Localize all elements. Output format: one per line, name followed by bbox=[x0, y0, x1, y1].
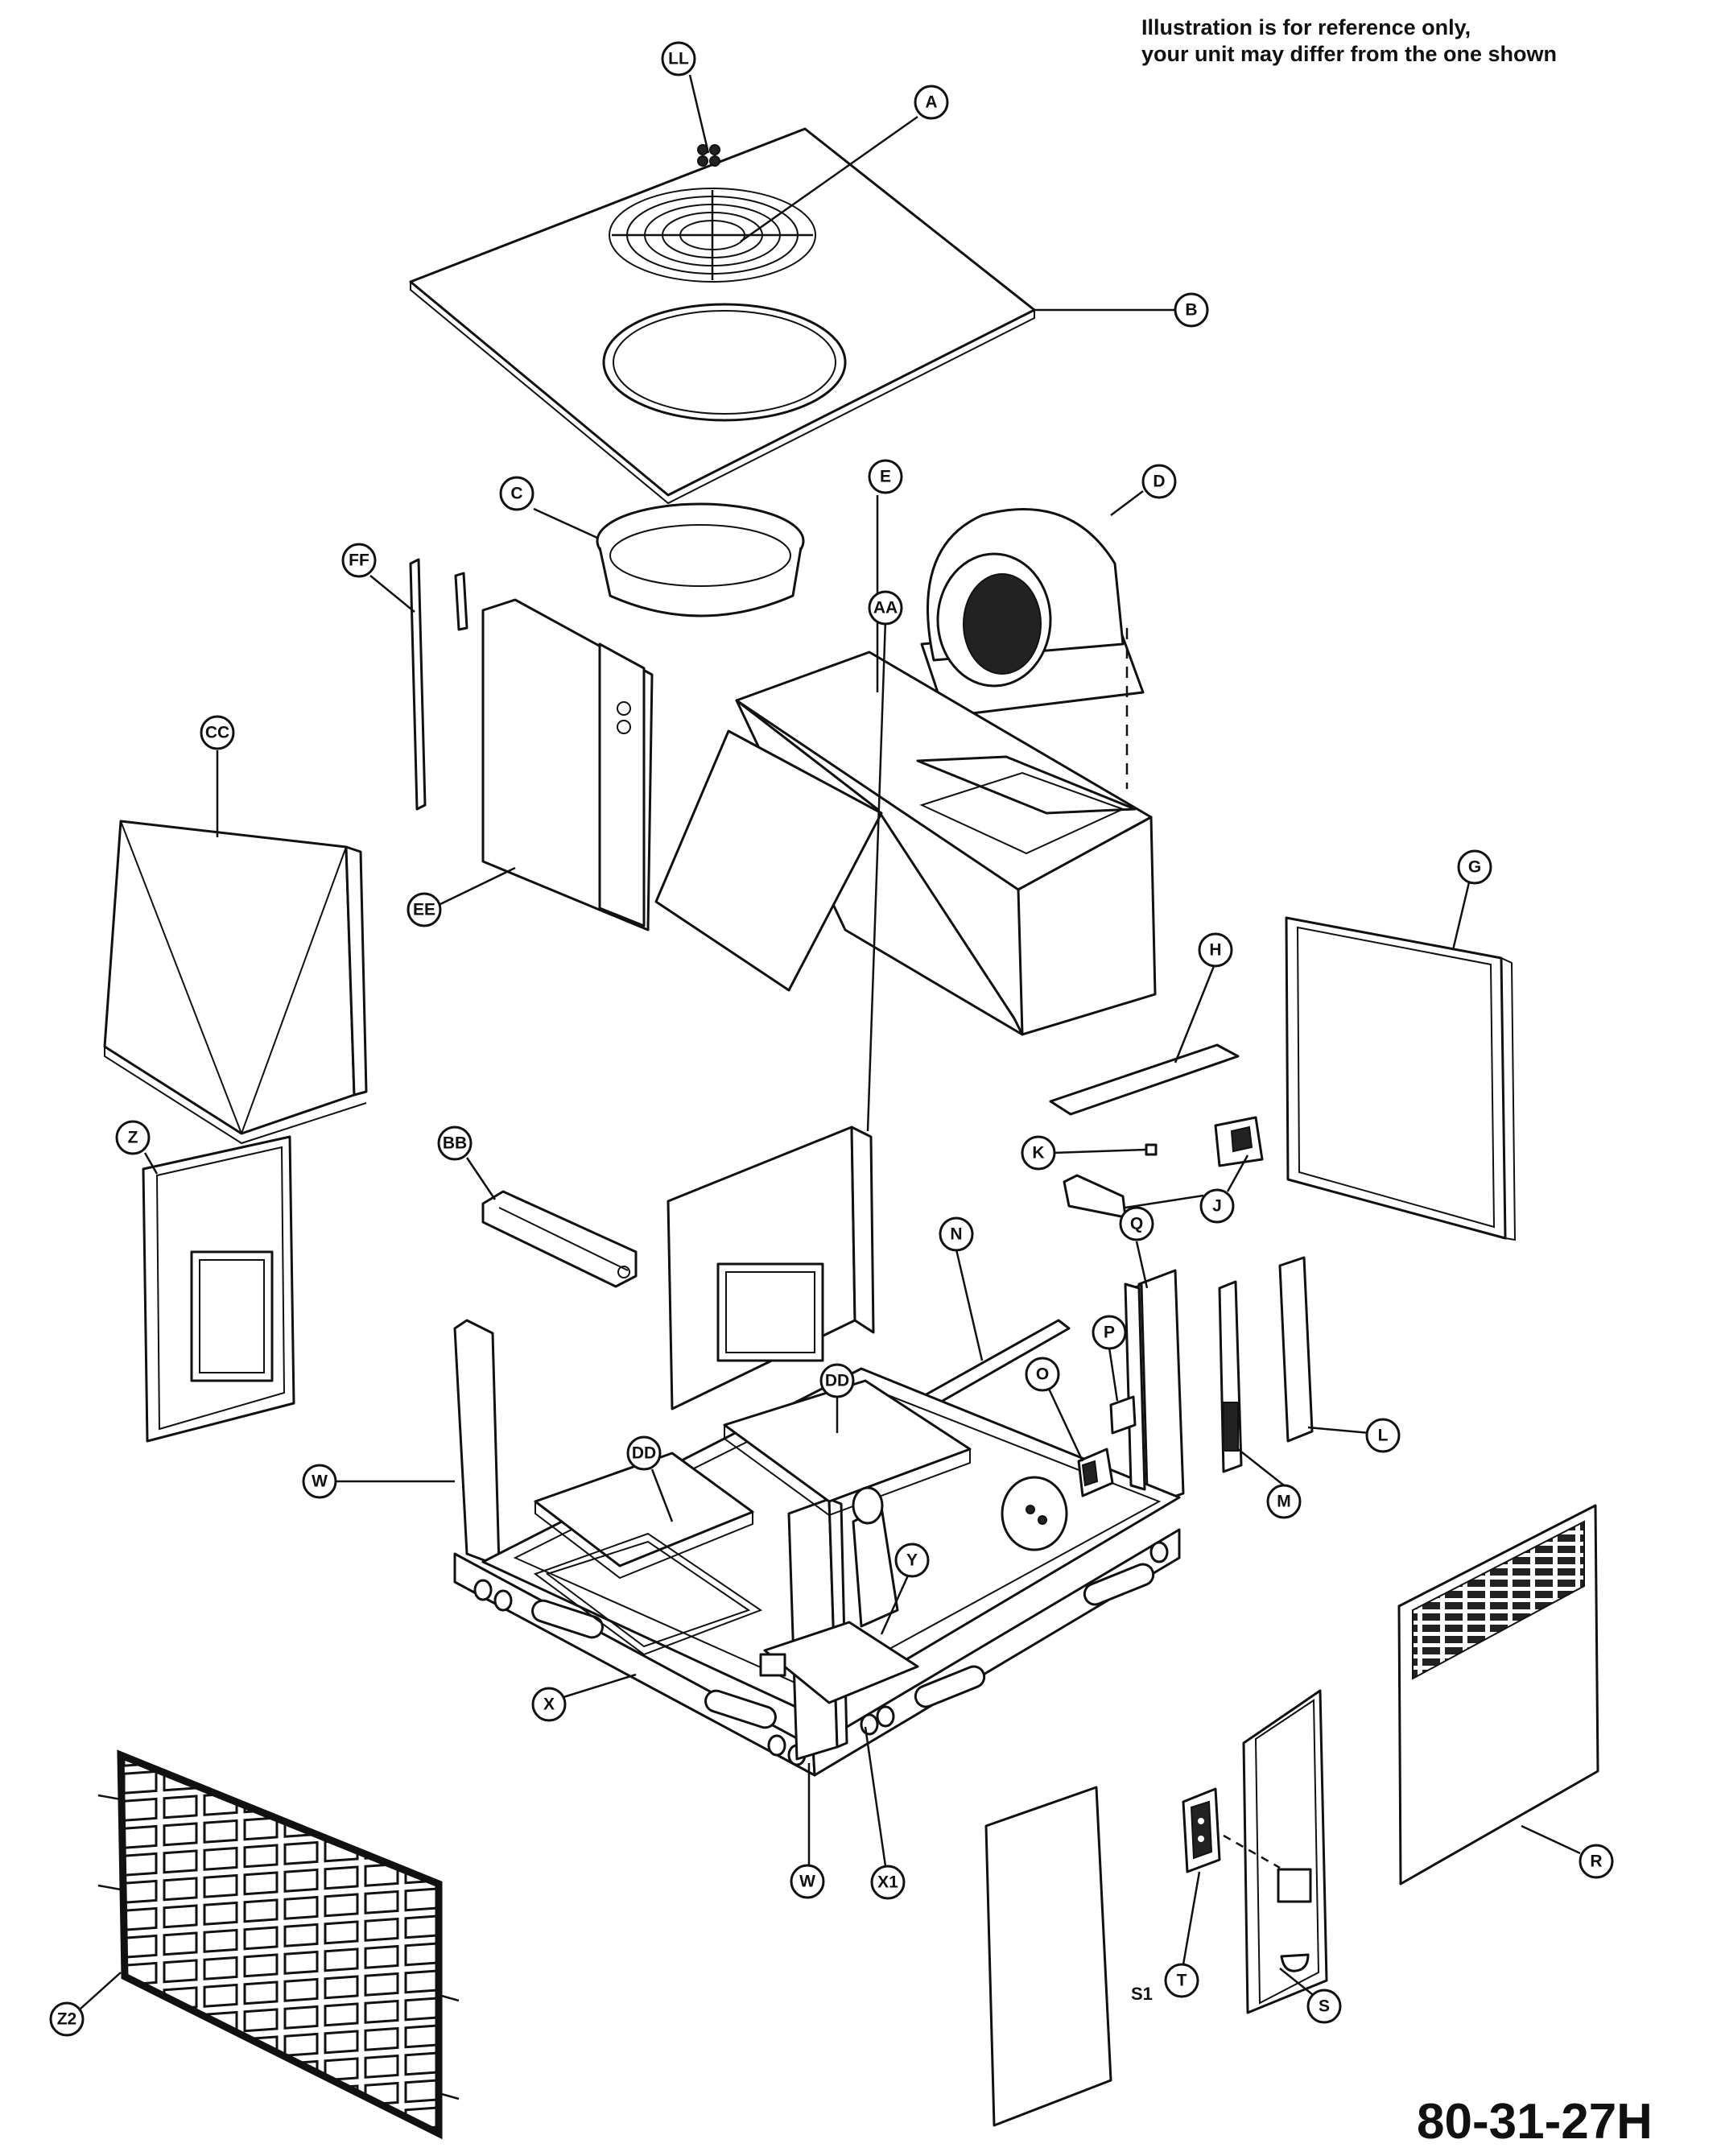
callout-e: E bbox=[868, 459, 903, 494]
control-components bbox=[1001, 1395, 1137, 1551]
callout-n: N bbox=[939, 1216, 974, 1252]
callout-x: X bbox=[531, 1687, 567, 1722]
callout-d: D bbox=[1141, 464, 1177, 499]
svg-text:X1: X1 bbox=[877, 1873, 898, 1892]
svg-text:M: M bbox=[1277, 1493, 1291, 1511]
svg-text:Z: Z bbox=[128, 1129, 138, 1147]
svg-text:W: W bbox=[312, 1472, 328, 1491]
corner-posts bbox=[1218, 1256, 1314, 1473]
callout-x1: X1 bbox=[870, 1865, 906, 1900]
callout-z2: Z2 bbox=[49, 2001, 85, 2037]
blower-assembly bbox=[920, 508, 1145, 789]
svg-text:S: S bbox=[1319, 1997, 1330, 2016]
callout-aa: AA bbox=[868, 590, 903, 626]
svg-text:E: E bbox=[880, 468, 891, 486]
fan-guard-grille bbox=[609, 188, 816, 283]
callout-bb: BB bbox=[437, 1125, 473, 1161]
screws bbox=[697, 144, 720, 167]
callout-m: M bbox=[1266, 1484, 1302, 1519]
svg-text:EE: EE bbox=[413, 901, 435, 919]
support-bracket bbox=[481, 1190, 638, 1288]
callout-w-2: W bbox=[790, 1864, 825, 1899]
venturi-ring bbox=[596, 502, 805, 617]
callout-o: O bbox=[1025, 1357, 1060, 1392]
svg-text:DD: DD bbox=[632, 1444, 656, 1463]
callout-t: T bbox=[1164, 1963, 1199, 1998]
svg-text:C: C bbox=[510, 485, 522, 503]
top-panel bbox=[409, 127, 1036, 505]
callout-b: B bbox=[1174, 292, 1209, 328]
callout-g: G bbox=[1457, 849, 1492, 885]
partition-panel bbox=[481, 598, 654, 931]
svg-text:DD: DD bbox=[825, 1372, 849, 1390]
callout-cc: CC bbox=[200, 715, 235, 750]
small-brackets bbox=[1049, 1043, 1264, 1219]
svg-text:O: O bbox=[1036, 1365, 1049, 1384]
svg-text:CC: CC bbox=[205, 724, 229, 742]
left-end-panel bbox=[142, 1135, 295, 1443]
callout-r: R bbox=[1579, 1844, 1614, 1879]
callout-w-1: W bbox=[302, 1464, 337, 1499]
svg-text:A: A bbox=[925, 93, 937, 112]
svg-text:H: H bbox=[1209, 941, 1221, 960]
callout-ff: FF bbox=[341, 543, 377, 578]
control-panel bbox=[1223, 1689, 1328, 2014]
blower-motor bbox=[759, 1486, 919, 1704]
svg-text:W: W bbox=[799, 1873, 815, 1891]
coil-guard-grille bbox=[97, 1749, 460, 2140]
center-divider bbox=[667, 1125, 875, 1410]
callout-y: Y bbox=[894, 1543, 930, 1578]
callout-z: Z bbox=[115, 1120, 151, 1155]
svg-text:Q: Q bbox=[1130, 1215, 1143, 1233]
filter-racks bbox=[533, 1379, 972, 1656]
side-strips bbox=[409, 558, 468, 811]
svg-text:BB: BB bbox=[443, 1134, 467, 1153]
label-s1: S1 bbox=[1131, 1984, 1153, 2004]
svg-text:FF: FF bbox=[349, 551, 369, 570]
svg-text:P: P bbox=[1104, 1324, 1115, 1342]
callout-l: L bbox=[1365, 1418, 1401, 1453]
reference-note-line-1: Illustration is for reference only, bbox=[1141, 15, 1471, 39]
svg-text:T: T bbox=[1177, 1972, 1187, 1990]
callout-k: K bbox=[1021, 1135, 1056, 1171]
svg-text:Z2: Z2 bbox=[57, 2010, 77, 2029]
svg-text:X: X bbox=[543, 1695, 555, 1714]
svg-text:LL: LL bbox=[668, 50, 689, 68]
callout-j: J bbox=[1199, 1188, 1235, 1224]
right-access-panel bbox=[1285, 916, 1517, 1241]
callout-p: P bbox=[1092, 1315, 1127, 1350]
svg-text:N: N bbox=[950, 1225, 962, 1244]
figure-number: 80-31-27H bbox=[1417, 2094, 1653, 2150]
callout-a: A bbox=[914, 85, 949, 120]
side-cover-panel bbox=[984, 1786, 1112, 2127]
blower-deck bbox=[654, 651, 1157, 1036]
louvered-front-panel bbox=[1397, 1504, 1599, 1885]
callout-ee: EE bbox=[407, 892, 442, 927]
callout-h: H bbox=[1198, 932, 1233, 968]
svg-text:D: D bbox=[1153, 473, 1165, 491]
callout-s: S bbox=[1306, 1989, 1342, 2024]
svg-text:K: K bbox=[1032, 1144, 1044, 1163]
filter-frame bbox=[103, 820, 368, 1145]
switch-box bbox=[1182, 1787, 1221, 1873]
svg-text:G: G bbox=[1468, 858, 1481, 877]
callout-dd-2: DD bbox=[626, 1435, 662, 1471]
callout-dd-1: DD bbox=[819, 1363, 855, 1398]
callout-ll: LL bbox=[661, 41, 696, 76]
svg-text:L: L bbox=[1378, 1427, 1389, 1445]
svg-text:Y: Y bbox=[906, 1551, 918, 1570]
svg-text:AA: AA bbox=[873, 599, 898, 617]
callout-q: Q bbox=[1119, 1206, 1154, 1241]
reference-note-line-2: your unit may differ from the one shown bbox=[1141, 42, 1558, 66]
callout-c: C bbox=[499, 476, 534, 511]
svg-text:B: B bbox=[1185, 301, 1197, 320]
reference-note: Illustration is for reference only, your… bbox=[1141, 14, 1557, 68]
svg-text:J: J bbox=[1212, 1197, 1222, 1216]
leader-lines bbox=[80, 74, 1581, 2009]
svg-text:R: R bbox=[1590, 1852, 1602, 1871]
